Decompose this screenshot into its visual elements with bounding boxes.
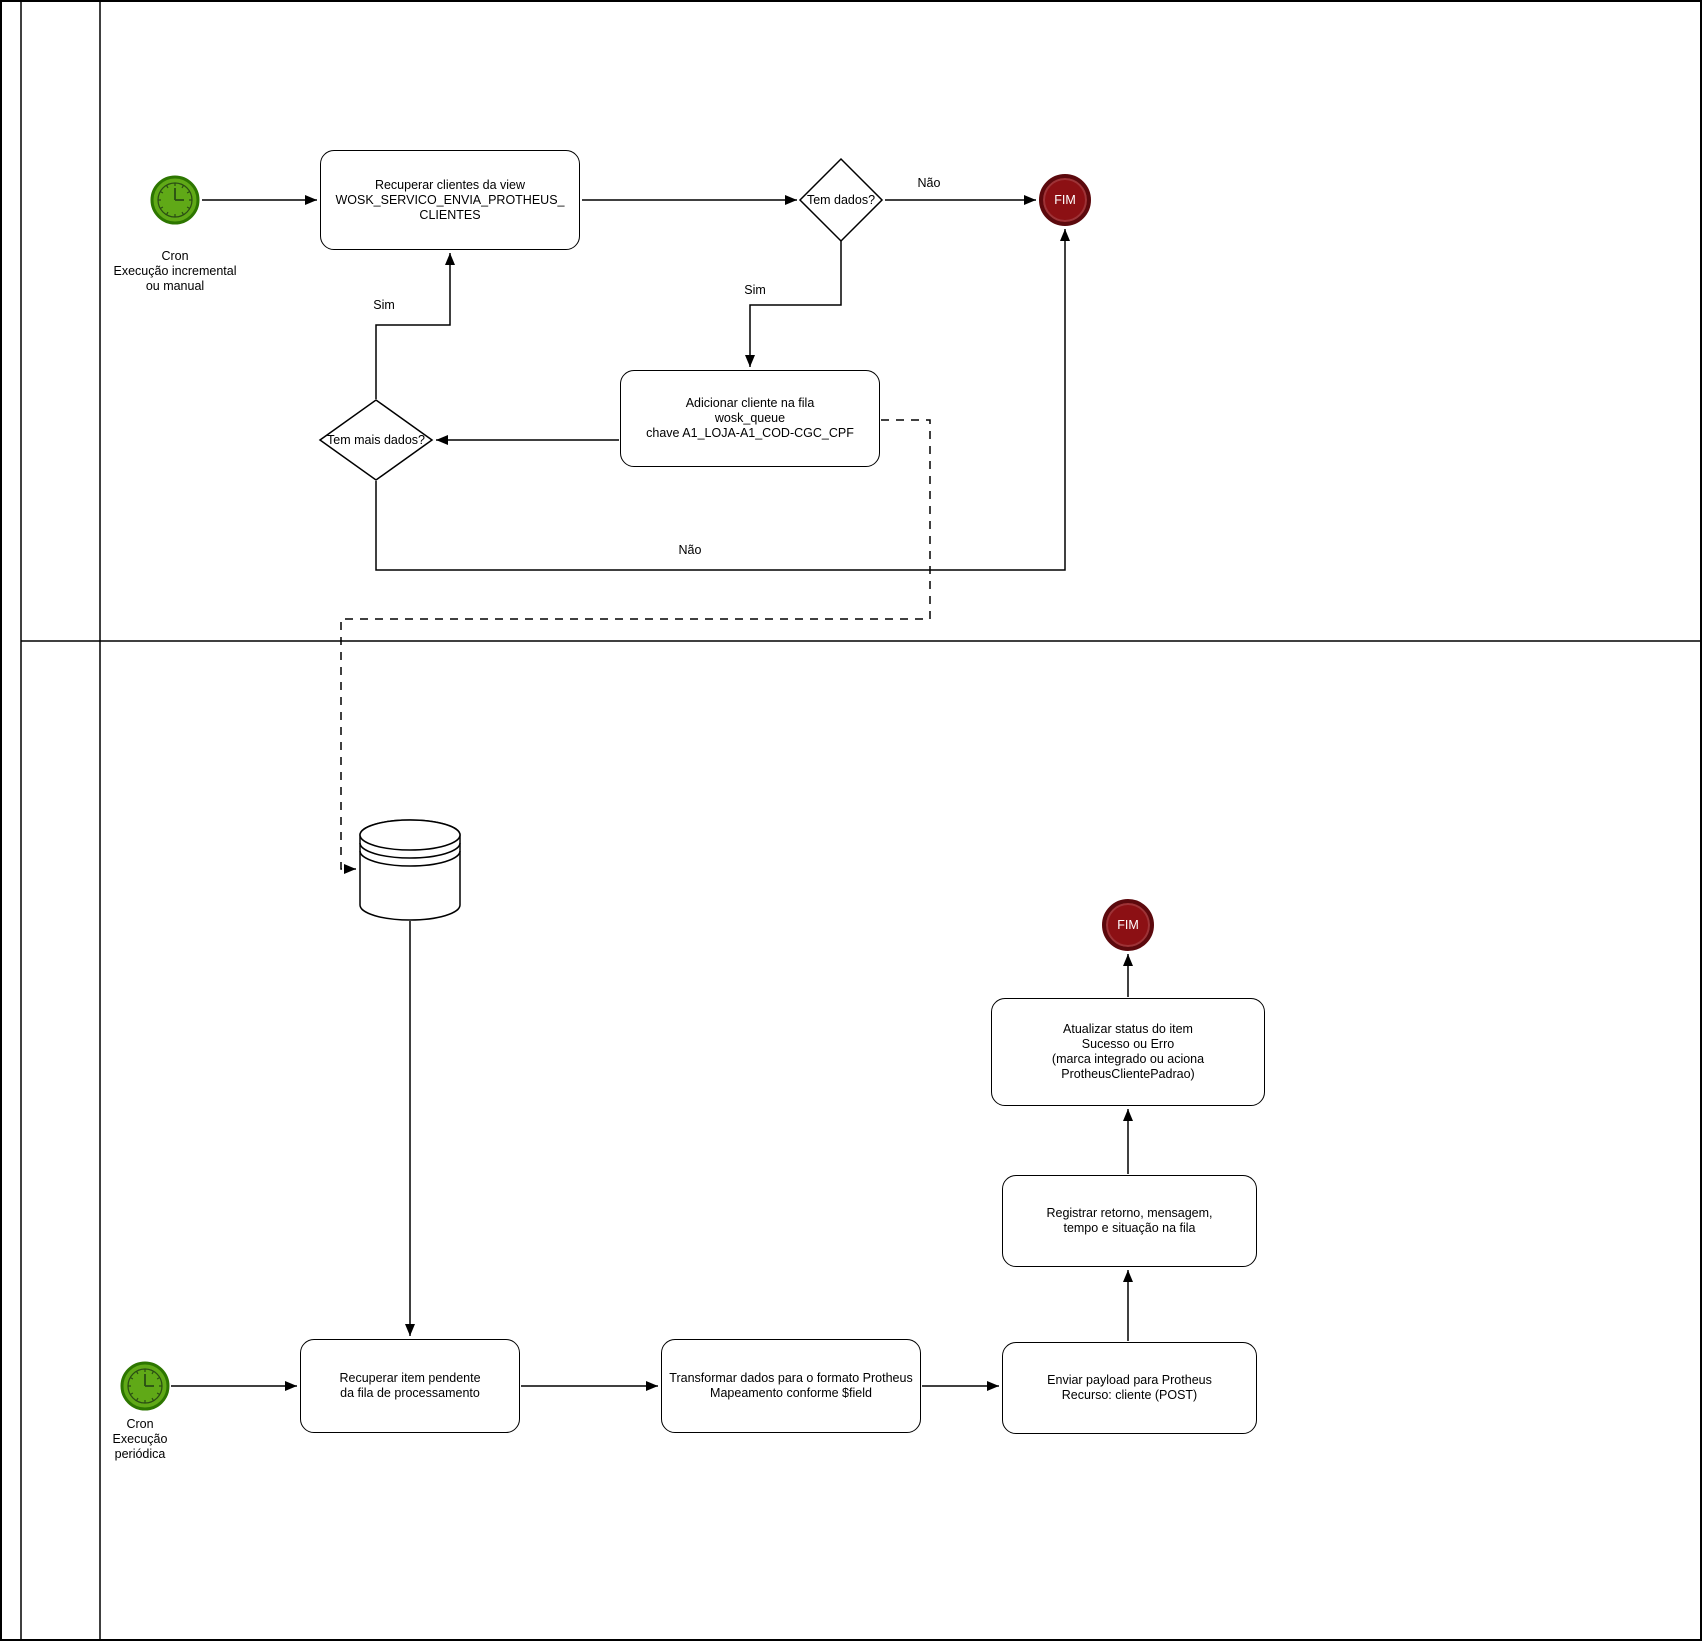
gateway-tem-mais-dados-label: Tem mais dados?	[327, 433, 425, 447]
task-registrar-retorno: Registrar retorno, mensagem, tempo e sit…	[1002, 1175, 1257, 1267]
start-event-label-bottom: Cron Execução periódica	[112, 1417, 168, 1461]
timer-start-icon	[150, 175, 200, 225]
connector-tem-mais-sim-to-view	[375, 253, 455, 399]
task-enviar-payload: Enviar payload para Protheus Recurso: cl…	[1002, 1342, 1257, 1434]
gateway-tem-dados-shape	[798, 157, 884, 243]
gateway-tem-mais-dados-shape	[318, 399, 434, 481]
edge-label-sim-queue: Sim	[733, 283, 777, 298]
dashed-connector-fila-to-database	[340, 419, 931, 874]
gateway-tem-dados-label: Tem dados?	[806, 193, 876, 207]
task-recuperar-clientes-view: Recuperar clientes da view WOSK_SERVICO_…	[320, 150, 580, 250]
edge-label-sim-loop: Sim	[362, 298, 406, 313]
start-event-label-top: Cron Execução incremental ou manual	[113, 249, 237, 293]
task-recuperar-item-pendente: Recuperar item pendente da fila de proce…	[300, 1339, 520, 1433]
task-adicionar-cliente-fila: Adicionar cliente na fila wosk_queue cha…	[620, 370, 880, 467]
connector-tem-mais-nao-to-fim	[375, 229, 1070, 571]
database-cylinder-icon	[359, 819, 461, 921]
timer-start-icon	[120, 1361, 170, 1411]
edge-label-nao-top: Não	[907, 176, 951, 191]
task-atualizar-status: Atualizar status do item Sucesso ou Erro…	[991, 998, 1265, 1106]
edge-label-nao-bottom: Não	[668, 543, 712, 558]
end-event-top: FIM	[1039, 174, 1091, 226]
task-transformar-dados: Transformar dados para o formato Protheu…	[661, 1339, 921, 1433]
end-event-bottom: FIM	[1102, 899, 1154, 951]
connector-tem-dados-sim-to-fila	[745, 241, 842, 367]
